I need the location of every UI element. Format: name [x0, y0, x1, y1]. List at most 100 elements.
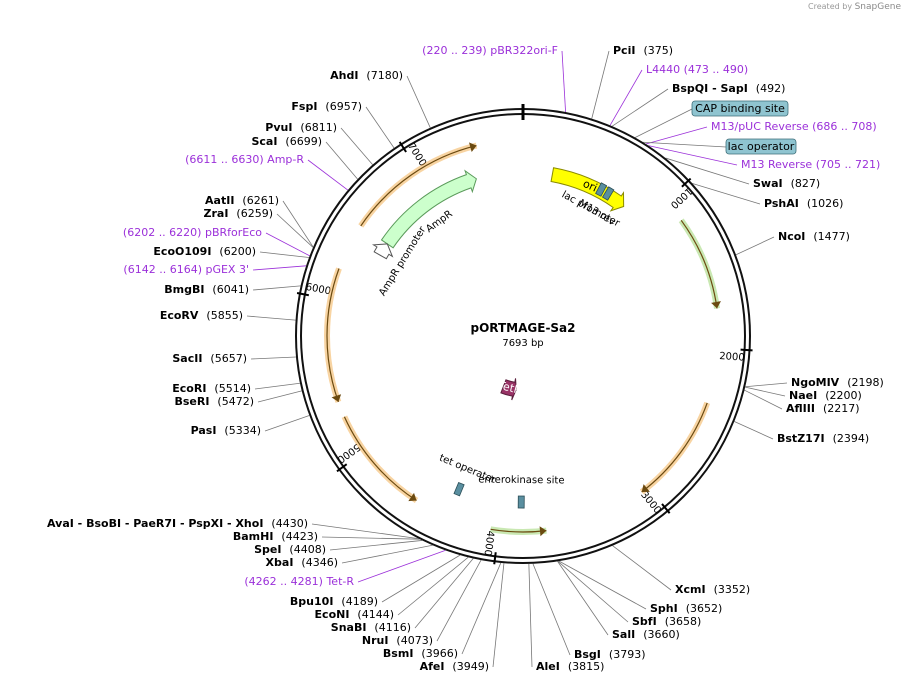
- leader-line: [321, 536, 420, 540]
- feature-ori: [550, 167, 625, 212]
- svg-text:XbaI(4346): XbaI(4346): [266, 556, 338, 569]
- primer-label: (4262 .. 4281) Tet-R: [244, 575, 354, 588]
- site-position: (827): [791, 177, 821, 190]
- feature-arc-arrowhead: [408, 492, 417, 502]
- site-position: (375): [643, 44, 673, 57]
- feature-label-ampr: AmpR: [424, 209, 455, 236]
- feature-arc-glow: [639, 401, 711, 495]
- leader-line: [557, 561, 609, 636]
- site-position: (2200): [825, 389, 862, 402]
- leader-line: [307, 159, 349, 191]
- leader-line: [734, 421, 774, 440]
- leader-line: [558, 560, 647, 610]
- site-name: BsgI: [574, 648, 601, 661]
- scale-tick: [681, 177, 692, 188]
- site-position: (5514): [214, 382, 251, 395]
- svg-text:AflIII(2217): AflIII (2217): [786, 402, 860, 415]
- restriction-site-label: ScaI(6699): [251, 135, 322, 148]
- snapgene-logo: SnapGene: [854, 2, 901, 12]
- restriction-site-label: EcoRV (5855): [160, 309, 243, 322]
- scale-tick: [398, 141, 407, 153]
- svg-text:SacII(5657): SacII(5657): [172, 352, 247, 365]
- site-position: (2198): [847, 376, 884, 389]
- leader-line: [414, 558, 474, 629]
- site-name: BstZ17I: [777, 432, 825, 445]
- site-position: (3658): [665, 615, 702, 628]
- svg-text:Bpu10I(4189): Bpu10I(4189): [290, 595, 378, 608]
- leader-line: [612, 545, 672, 591]
- leader-line: [745, 382, 788, 388]
- restriction-site-label: PasI(5334): [191, 424, 261, 437]
- primer-label: (6142 .. 6164) pGEX 3': [123, 263, 249, 276]
- site-position: (4073): [396, 634, 433, 647]
- site-name: PasI: [191, 424, 217, 437]
- scale-label: 1000: [668, 185, 694, 210]
- site-position: (6957): [325, 100, 362, 113]
- scale-tick: [336, 463, 348, 473]
- restriction-site-label: ZraI(6259): [204, 207, 274, 220]
- leader-line: [591, 50, 610, 119]
- leader-line: [461, 562, 502, 655]
- site-position: (6699): [285, 135, 322, 148]
- primer-text: L4440 (473 .. 490): [646, 63, 748, 76]
- leader-line: [492, 563, 505, 668]
- feature-arc: [641, 402, 708, 493]
- site-name: EcoRI: [172, 382, 206, 395]
- site-name: EcoRV: [160, 309, 199, 322]
- leader-line: [381, 554, 461, 603]
- site-position: (3660): [643, 628, 680, 641]
- leader-line: [341, 544, 433, 564]
- leader-line: [311, 523, 419, 539]
- site-position: (2217): [823, 402, 860, 415]
- svg-text:BsmI(3966): BsmI(3966): [383, 647, 458, 660]
- feature-tetr: [500, 378, 517, 401]
- primer-label: M13 Reverse (705 .. 721): [741, 158, 880, 171]
- restriction-site-label: BstZ17I(2394): [777, 432, 869, 445]
- leader-line: [645, 126, 708, 145]
- svg-text:BamHI(4423): BamHI(4423): [233, 530, 318, 543]
- site-name: AleI: [536, 660, 560, 673]
- svg-text:EcoO109I(6200): EcoO109I(6200): [153, 245, 256, 258]
- svg-text:FspI(6957): FspI(6957): [291, 100, 362, 113]
- restriction-site-label: AflIII (2217): [786, 402, 860, 415]
- svg-text:AleI(3815): AleI(3815): [536, 660, 604, 673]
- site-name: BamHI: [233, 530, 274, 543]
- scale-label: 2000: [719, 351, 745, 364]
- restriction-site-label: FspI(6957): [291, 100, 362, 113]
- leader-line: [250, 356, 296, 360]
- feature-arc: [326, 268, 340, 403]
- boxed-feature-label: lac operator: [725, 138, 797, 155]
- site-position: (6041): [212, 283, 249, 296]
- svg-text:SphI(3652): SphI(3652): [650, 602, 722, 615]
- leader-line: [692, 183, 761, 205]
- leader-line: [340, 127, 373, 165]
- svg-text:PasI(5334): PasI(5334): [191, 424, 261, 437]
- leader-line: [528, 563, 533, 668]
- restriction-site-label: PvuI(6811): [265, 121, 337, 134]
- svg-text:BstZ17I(2394): BstZ17I(2394): [777, 432, 869, 445]
- restriction-site-label: AleI(3815): [536, 660, 604, 673]
- restriction-site-label: BseRI(5472): [174, 395, 254, 408]
- leader-line: [357, 549, 446, 583]
- boxed-feature-text: CAP binding site: [695, 102, 785, 115]
- site-name: NcoI: [778, 230, 805, 243]
- svg-text:AfeI(3949): AfeI(3949): [420, 660, 489, 673]
- site-name: AflIII: [786, 402, 815, 415]
- svg-text:PvuI(6811): PvuI(6811): [265, 121, 337, 134]
- site-name: SphI: [650, 602, 678, 615]
- small-feature-box: [595, 182, 608, 197]
- primer-text: (6142 .. 6164) pGEX 3': [123, 263, 249, 276]
- feature-ampr-promoter: [371, 243, 394, 260]
- primer-label: L4440 (473 .. 490): [646, 63, 748, 76]
- restriction-site-label: XcmI(3352): [675, 583, 750, 596]
- site-position: (5855): [206, 309, 243, 322]
- credit-text: Created by: [808, 2, 853, 11]
- leader-line: [252, 285, 301, 291]
- site-position: (4430): [271, 517, 308, 530]
- site-position: (4408): [289, 543, 326, 556]
- feature-arc: [680, 219, 718, 309]
- primer-text: (6202 .. 6220) pBRforEco: [123, 226, 262, 239]
- restriction-site-label: SacII(5657): [172, 352, 247, 365]
- svg-text:ScaI(6699): ScaI(6699): [251, 135, 322, 148]
